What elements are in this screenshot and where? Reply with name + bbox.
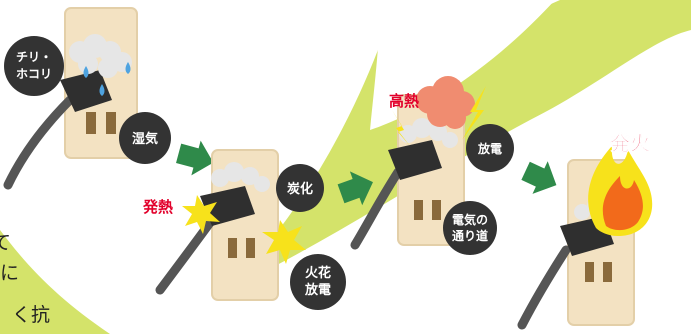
callout-current-path [443, 201, 497, 255]
plug [200, 186, 255, 226]
outlet-slot [106, 112, 116, 134]
outlet-slot [228, 238, 237, 258]
lightning-icon [392, 110, 410, 146]
outlet-slot [246, 238, 255, 258]
side-text-2: に [0, 262, 20, 284]
side-text-3: く抗 [12, 304, 51, 326]
callout-dust [4, 36, 64, 96]
label-spark-1: 火花 [305, 265, 331, 281]
plug [388, 140, 442, 180]
spark-icon [262, 220, 306, 264]
flame-icon [602, 176, 643, 231]
label-dust-2: ホコリ [16, 67, 52, 81]
label-discharge: 放電 [477, 141, 502, 156]
right-arrow [176, 140, 214, 176]
power-cord [3, 95, 75, 190]
side-text-1: て [0, 232, 12, 254]
power-cord [517, 245, 571, 330]
callout-spark [290, 254, 346, 310]
outlet-slot [585, 262, 594, 282]
spark-icon [182, 195, 220, 234]
stage-2: 発熱 炭化 火花 放電 [142, 149, 346, 310]
label-ignition: 発火 [609, 131, 651, 155]
label-carbonization: 炭化 [287, 181, 313, 197]
stage-3: 高熱 放電 電気の 通り道 [350, 76, 514, 255]
callout-carbonization [276, 164, 324, 212]
dust-cloud [211, 162, 270, 192]
label-path-1: 電気の [452, 212, 488, 227]
outlet-slot [86, 112, 96, 134]
power-cord [155, 215, 217, 295]
label-moisture: 湿気 [132, 131, 158, 147]
plug [60, 70, 112, 112]
dust-cloud [399, 118, 458, 148]
water-drop-icon [83, 62, 131, 96]
lightning-icon [462, 86, 486, 140]
label-high-heat: 高熱 [389, 92, 419, 110]
smoke-cloud [416, 76, 475, 129]
outlet-slot [414, 200, 423, 220]
callout-moisture [119, 112, 171, 164]
label-heat: 発熱 [142, 198, 173, 216]
stage-4: 発火 [517, 131, 653, 330]
label-path-2: 通り道 [452, 228, 488, 243]
right-arrow [521, 161, 557, 194]
stage-1: チリ・ ホコリ 湿気 [3, 7, 171, 190]
outlet-slot [603, 262, 612, 282]
label-spark-2: 放電 [304, 282, 331, 298]
power-cord [350, 167, 403, 250]
right-arrow [337, 171, 373, 206]
callout-discharge [466, 124, 514, 172]
dust-cloud [69, 34, 132, 78]
outlet-slot [432, 200, 441, 220]
label-dust: チリ・ [16, 50, 52, 64]
